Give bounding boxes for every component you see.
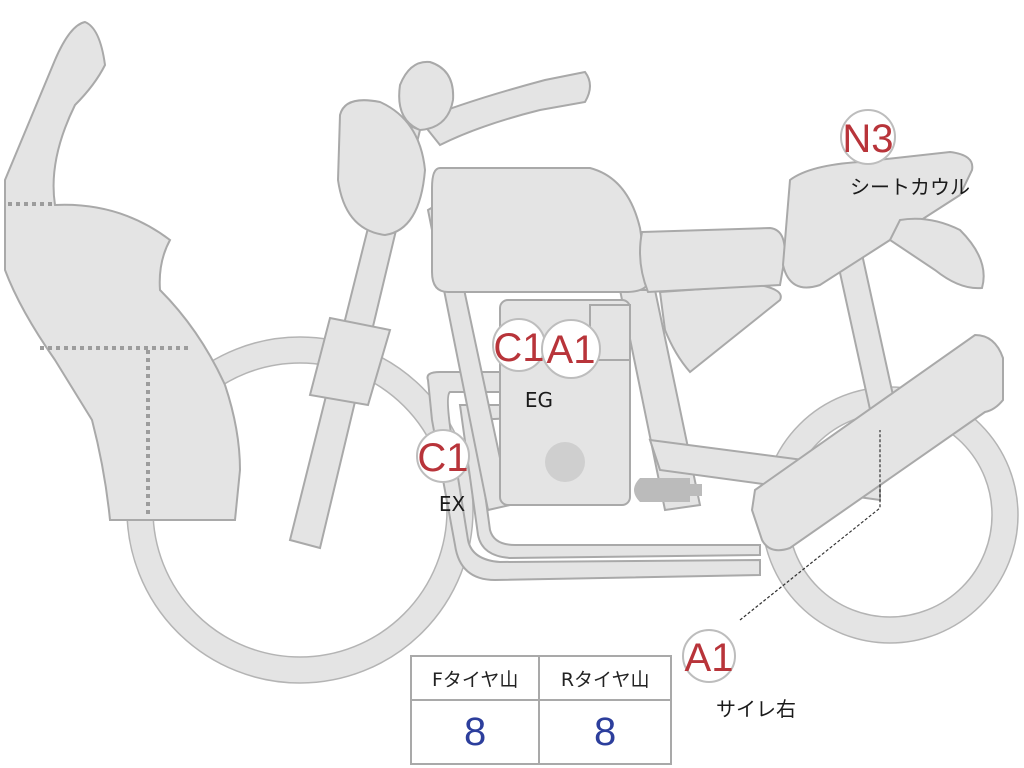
marker-a1-engine: A1 EG [525,319,601,412]
marker-code: C1 [493,326,544,370]
exhaust-pipe-lower [458,404,761,560]
marker-a1-silencer: A1 サイレ右 [682,629,796,721]
mirror [398,60,455,132]
tail-light [888,217,985,290]
rear-tire-header: Rタイヤ山 [538,655,672,701]
fairing-seam [8,202,190,515]
marker-c1-engine: C1 [492,318,546,372]
marker-c1-exhaust: C1 EX [416,429,470,516]
marker-code: A1 [547,328,596,372]
footpeg [634,478,702,502]
silencer [750,333,1004,552]
fork-clamp [308,316,392,407]
marker-code: C1 [417,436,468,480]
marker-n3: N3 シートカウル [840,109,970,199]
tire-tread-table: Fタイヤ山 Rタイヤ山 8 8 [409,655,672,765]
marker-label: サイレ右 [716,697,796,721]
side-cover [658,283,782,374]
marker-code: N3 [842,117,893,161]
handlebar [418,70,591,147]
rear-tire-value: 8 [538,699,672,765]
front-tire-header: Fタイヤ山 [409,655,541,701]
leader-line [739,430,881,621]
exhaust-pipe [426,371,761,582]
marker-label: シートカウル [850,175,970,199]
fuel-tank [431,167,650,293]
fairing [4,20,242,521]
marker-label: EG [525,388,553,412]
marker-label: EX [439,492,466,516]
headlight [336,99,427,237]
seat [639,226,786,294]
seat-cowl [781,150,974,289]
front-tire-value: 8 [409,699,541,765]
marker-code: A1 [685,636,734,680]
engine-cover [545,442,585,482]
